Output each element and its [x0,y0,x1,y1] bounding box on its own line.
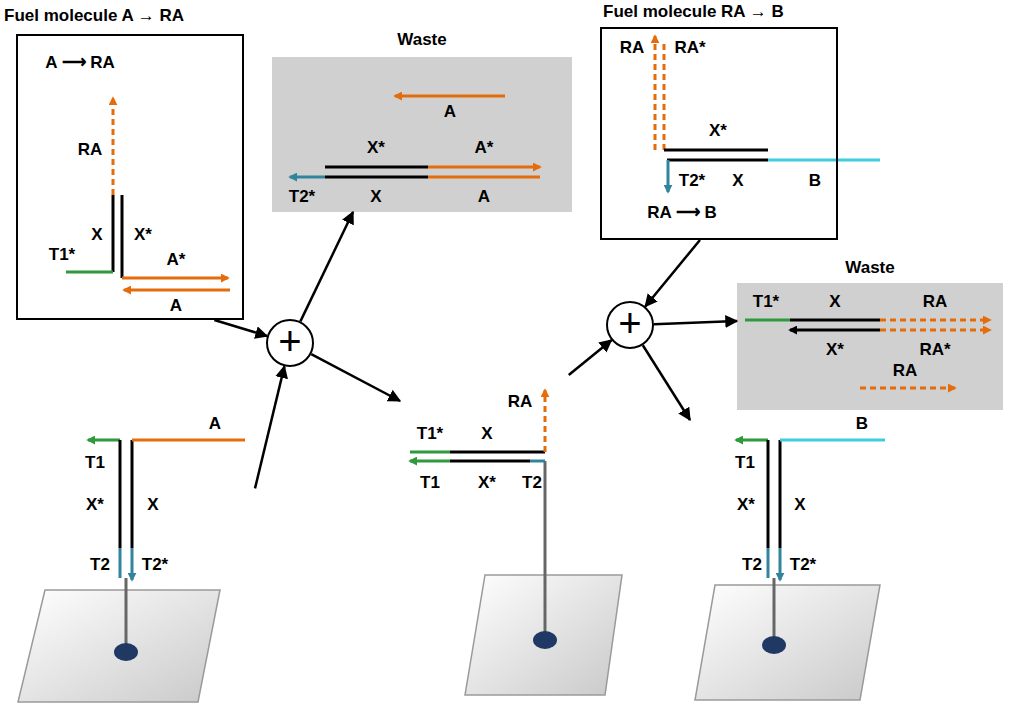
strand-label: T1* [753,293,779,312]
box-heading: Waste [845,259,894,278]
strand-label: T2* [790,556,816,575]
strand-label: X* [709,122,727,141]
strand-label: X* [478,474,496,493]
reaction-arrow [255,366,284,488]
reaction-arrow [643,345,690,420]
surface-complex: T1* X RA T1 X* T2 [400,375,625,700]
surface-plate [18,461,880,702]
strand-label: X [91,226,102,245]
strands [66,36,990,388]
strand-label: X [481,425,492,444]
strand-label: RA* [674,39,705,58]
strand-label: X* [86,496,104,515]
strand-label: X* [737,496,755,515]
strand-label: A [478,188,490,207]
strand-label: B [856,415,868,434]
strand-label: X [794,496,805,515]
strand-label: RA [78,141,103,160]
strand-label: A* [475,139,494,158]
strand-label: X* [134,226,152,245]
strand-label: X [147,496,158,515]
waste-box: WasteT1*XRAX*RA*RA [737,283,1003,410]
reaction-arrow [300,212,353,321]
strand-label: T2* [289,188,315,207]
strand-label: X* [826,341,844,360]
strand-label: RA [923,293,948,312]
strand-label: B [809,172,821,191]
strand-label: T2 [742,556,762,575]
strand-label: X [732,172,743,191]
waste-box: WasteAX*A*T2*XA [272,57,572,212]
reaction-symbol: + [278,319,301,363]
reaction-circle: + [266,319,314,367]
strand-label: RA [893,362,918,381]
strand-label: A [444,103,456,122]
strand-label: T1 [420,474,440,493]
strand-label: T1* [417,425,443,444]
strand-label: RA [620,39,645,58]
strand-label: T1 [735,454,755,473]
strand-label: T2* [142,556,168,575]
waste-ground [737,283,1003,410]
strand-label: X [829,293,840,312]
surface-complex: T1AX*XT2T2* [15,420,255,705]
strand-label: RA ⟶ B [647,204,717,223]
strand-label: X* [367,139,385,158]
reaction-symbol: + [618,301,641,345]
waste-ground [272,57,572,212]
strand-label: T2 [90,556,110,575]
reaction-arrow [214,320,267,336]
box-heading: Fuel molecule A → RA [4,7,184,26]
strand-label: A [170,297,182,316]
strand-label: A ⟶ RA [45,54,115,73]
strand-label: T2* [679,172,705,191]
reaction-circle: + [606,301,654,349]
reaction-arrow [311,354,400,401]
surface-complex: T1BX*XT2T2* [690,420,900,705]
strand-label: A [209,415,221,434]
reaction-arrow [645,240,700,306]
reaction-arrow [569,340,612,375]
strand-label: RA* [919,341,950,360]
strand-label: A* [167,251,186,270]
reaction-arrow [654,321,737,324]
strands [88,390,885,580]
fuel-molecule-box: Fuel molecule RA → BRARA*X*T2*XBRA ⟶ B [600,27,838,240]
strand-label: RA [508,393,533,412]
strand-label: T1* [49,246,75,265]
strand-label: X [370,188,381,207]
box-heading: Waste [397,31,446,50]
box-heading: Fuel molecule RA → B [603,3,784,22]
strand-label: T1 [85,454,105,473]
strand-label: T2 [522,474,542,493]
fuel-molecule-box: Fuel molecule A → RAA ⟶ RARAXX*T1*A*A [16,34,244,320]
